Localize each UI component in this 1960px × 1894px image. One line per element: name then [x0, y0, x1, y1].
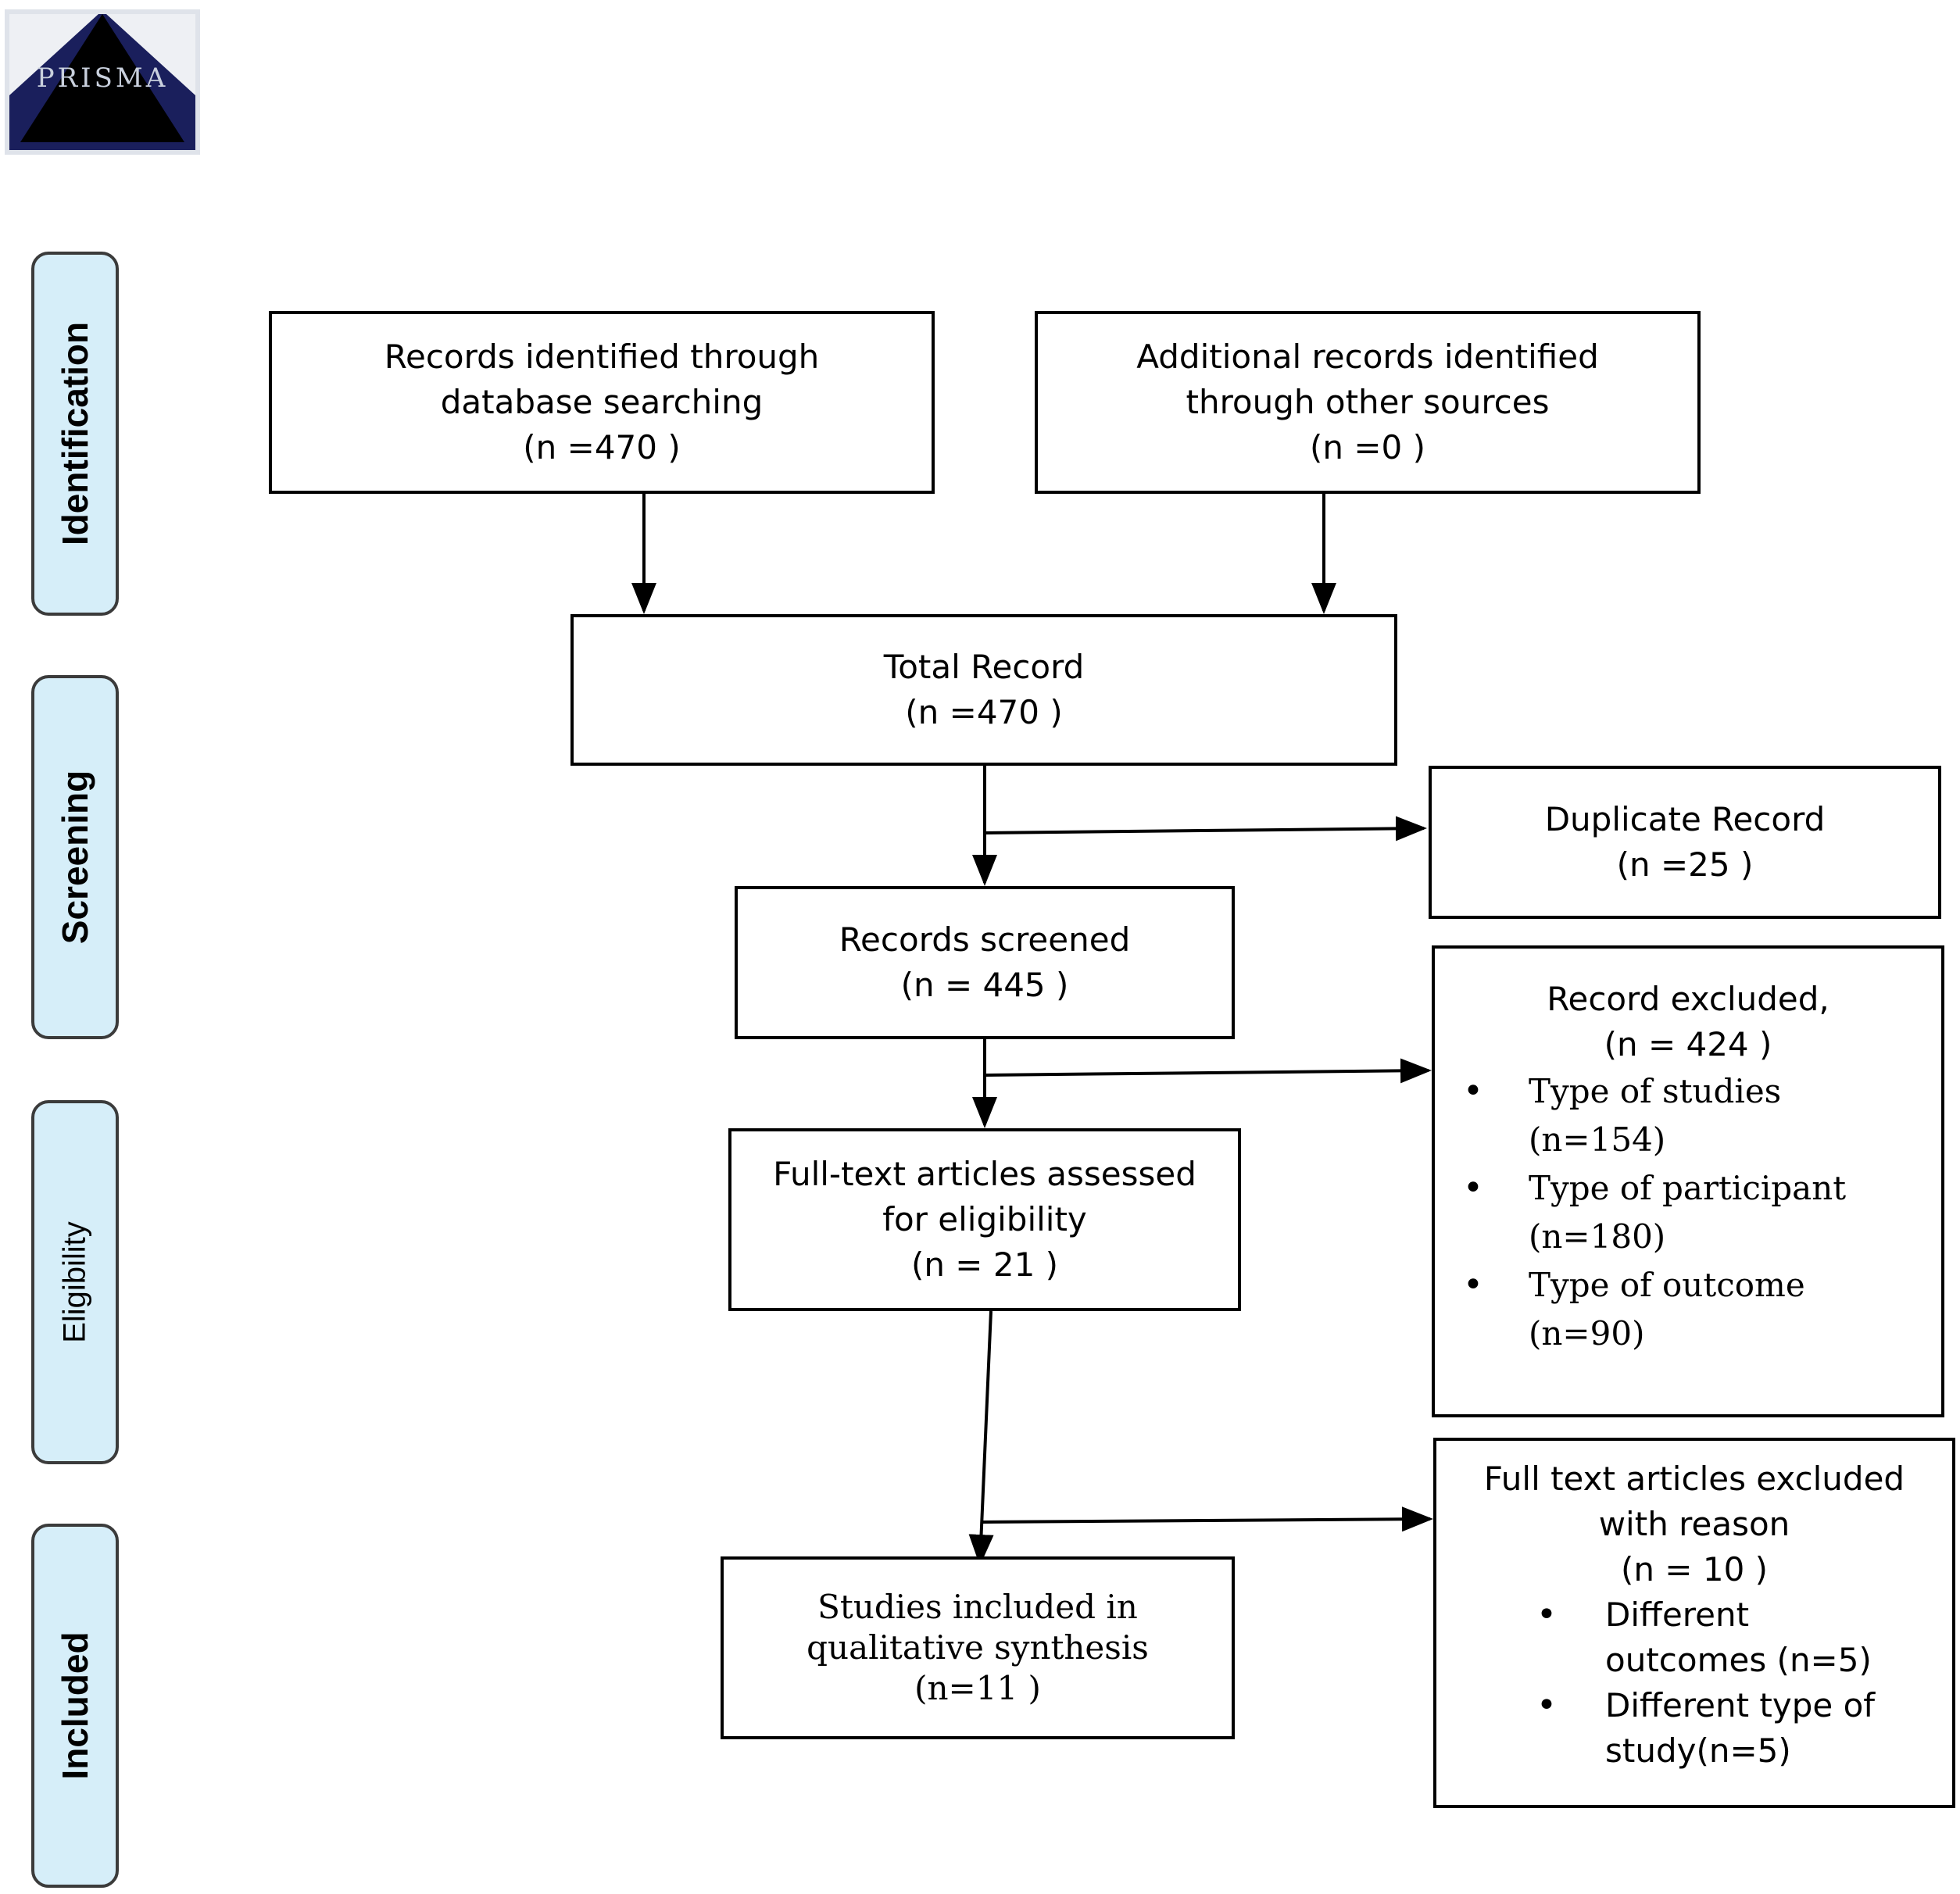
- box-text-line: Full text articles excluded: [1483, 1460, 1905, 1498]
- box-text-line: database searching: [440, 383, 764, 421]
- logo-triangle-graphic: [9, 14, 195, 150]
- box-count: (n = 21 ): [910, 1245, 1059, 1284]
- list-item: Different outcomes (n=5): [1436, 1592, 1952, 1683]
- box-studies-included: Studies included in qualitative synthesi…: [721, 1556, 1235, 1739]
- arrow-to-excluded: [984, 1058, 1432, 1084]
- box-other-sources: Additional records identified through ot…: [1035, 311, 1701, 494]
- box-count: (n = 10 ): [1620, 1550, 1769, 1588]
- box-text-line: Record excluded,: [1547, 980, 1829, 1018]
- stage-screening: Screening: [31, 675, 119, 1039]
- box-text-line: Records identified through: [384, 338, 820, 376]
- box-text-line: qualitative synthesis: [807, 1628, 1149, 1667]
- box-count: (n = 424 ): [1604, 1025, 1772, 1063]
- box-fulltext-excluded: Full text articles excluded with reason …: [1433, 1438, 1955, 1808]
- box-count: (n =470 ): [523, 428, 681, 466]
- box-count: (n=11 ): [914, 1669, 1041, 1707]
- item-label: Type of studies: [1529, 1072, 1782, 1110]
- box-text-line: Additional records identified: [1136, 338, 1599, 376]
- stage-eligibility: Eligibility: [31, 1100, 119, 1464]
- item-count: (n=154): [1529, 1120, 1666, 1159]
- box-records-excluded: Record excluded, (n = 424 ) Type of stud…: [1432, 945, 1944, 1417]
- box-text-line: Full-text articles assessed: [773, 1155, 1196, 1193]
- box-database-records: Records identified through database sear…: [269, 311, 935, 494]
- box-records-screened: Records screened (n = 445 ): [735, 886, 1235, 1039]
- box-count: (n =25 ): [1616, 845, 1754, 884]
- item-count: outcomes (n=5): [1605, 1641, 1872, 1679]
- box-text-line: Total Record: [883, 648, 1085, 686]
- arrow-fulltext-to-included: [968, 1310, 994, 1566]
- box-text-line: through other sources: [1186, 383, 1550, 421]
- box-count: (n = 445 ): [900, 966, 1069, 1004]
- arrow-to-duplicate: [984, 816, 1427, 842]
- list-item: Type of studies (n=154): [1435, 1067, 1941, 1164]
- logo-text: PRISMA: [36, 63, 169, 94]
- list-item: Type of participant (n=180): [1435, 1164, 1941, 1261]
- box-text-line: Duplicate Record: [1544, 800, 1826, 838]
- item-label: Different: [1605, 1596, 1750, 1634]
- box-text-line: for eligibility: [882, 1200, 1087, 1238]
- item-count: (n=90): [1529, 1314, 1645, 1353]
- list-item: Type of outcome (n=90): [1435, 1261, 1941, 1358]
- item-label: Type of outcome: [1529, 1266, 1805, 1304]
- box-text-line: Studies included in: [817, 1588, 1138, 1626]
- box-duplicate-record: Duplicate Record (n =25 ): [1429, 766, 1941, 919]
- box-text-line: with reason: [1598, 1505, 1790, 1543]
- prisma-logo: PRISMA: [5, 9, 200, 155]
- box-total-record: Total Record (n =470 ): [570, 614, 1397, 766]
- arrow-to-fulltext-excluded: [981, 1506, 1433, 1532]
- list-item: Different type of study(n=5): [1436, 1683, 1952, 1774]
- item-count: (n=180): [1529, 1217, 1666, 1256]
- item-count: study(n=5): [1605, 1731, 1791, 1770]
- box-count: (n =470 ): [905, 693, 1063, 731]
- box-fulltext-assessed: Full-text articles assessed for eligibil…: [728, 1128, 1241, 1311]
- box-count: (n =0 ): [1309, 428, 1425, 466]
- box-text-line: Records screened: [839, 920, 1131, 959]
- stage-identification: Identification: [31, 252, 119, 616]
- item-label: Type of participant: [1529, 1169, 1847, 1207]
- item-label: Different type of: [1605, 1686, 1876, 1724]
- stage-included: Included: [31, 1524, 119, 1888]
